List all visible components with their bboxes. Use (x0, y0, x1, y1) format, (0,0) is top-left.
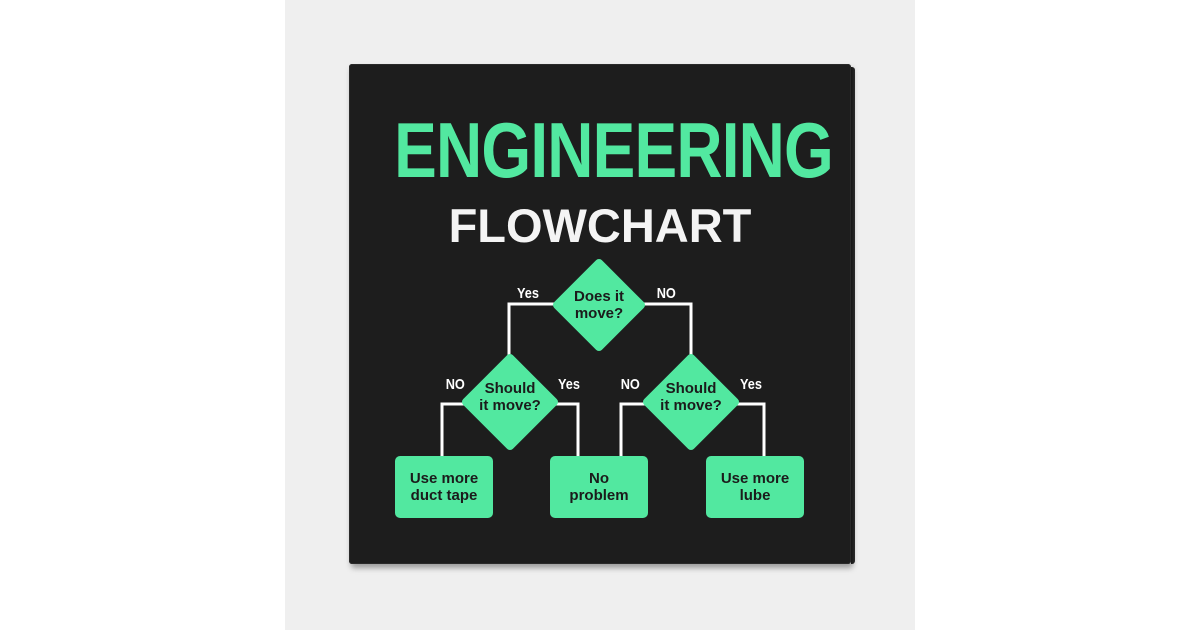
subtitle: FLOWCHART (448, 199, 752, 252)
terminal-use-more-duct-tape (395, 456, 493, 518)
edge-label-left-no: NO (445, 376, 465, 393)
edge-left-no (440, 402, 465, 464)
decision-should-it-move-left (462, 354, 558, 450)
terminal-use-more-lube (706, 456, 804, 518)
edge-label-left-yes: Yes (557, 376, 580, 393)
flowchart-graph (395, 259, 804, 518)
edge-left-yes (554, 402, 580, 464)
edge-label-right-no: NO (620, 376, 640, 393)
edge-top-no (639, 302, 693, 374)
decision-should-it-move-right-label: Should it move? (660, 380, 722, 414)
decision-should-it-move-right (643, 354, 739, 450)
terminal-use-more-duct-tape-label: Use more duct tape (409, 470, 479, 504)
decision-should-it-move-left-label: Should it move? (479, 380, 541, 414)
edge-label-right-yes: Yes (739, 376, 762, 393)
title: ENGINEERING (394, 106, 834, 194)
terminal-no-problem-label: No problem (569, 470, 629, 504)
edge-top-yes (507, 302, 556, 374)
terminal-no-problem (550, 456, 648, 518)
decision-does-it-move-label: Does it move? (573, 288, 624, 322)
edge-label-top-yes: Yes (516, 285, 539, 302)
edge-right-yes (736, 402, 766, 464)
decision-does-it-move (553, 259, 645, 351)
edge-right-no (619, 402, 647, 464)
terminal-use-more-lube-label: Use more lube (720, 470, 790, 504)
edge-label-top-no: NO (656, 285, 676, 302)
flowchart-magnet: ENGINEERING FLOWCHART Does it move? Shou… (349, 64, 855, 564)
